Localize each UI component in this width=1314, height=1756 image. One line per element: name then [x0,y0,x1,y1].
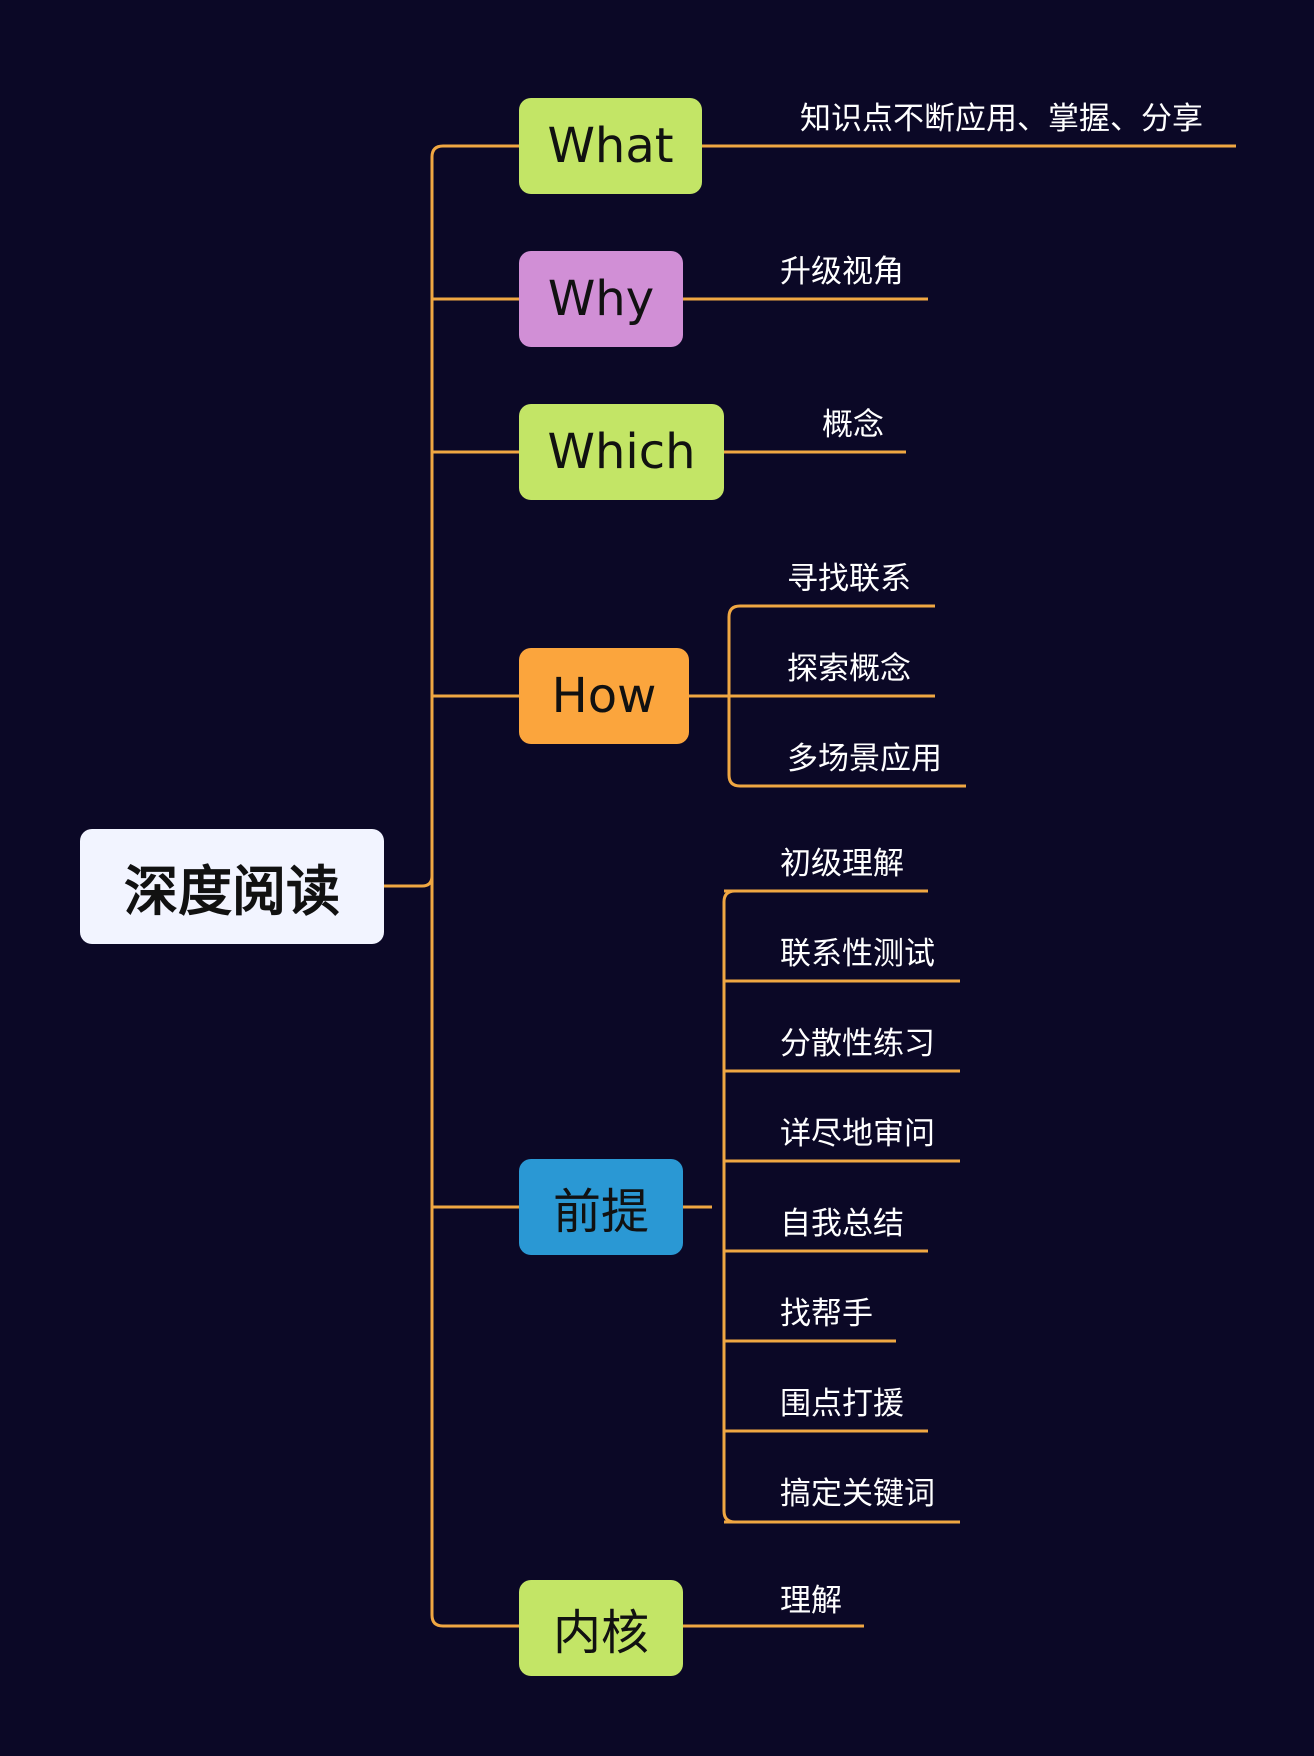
group-bracket [722,889,762,1524]
branch-label: What [547,118,674,174]
leaf-which-1[interactable]: 概念 [822,407,884,443]
leaf-premise-7[interactable]: 围点打援 [780,1386,904,1422]
leaf-premise-6[interactable]: 找帮手 [780,1296,873,1332]
branch-core[interactable]: 内核 [519,1580,683,1676]
branch-which[interactable]: Which [519,404,724,500]
leaf-premise-4[interactable]: 详尽地审问 [780,1116,935,1152]
root-node[interactable]: 深度阅读 [80,829,384,944]
branch-label: How [551,668,657,724]
leaf-premise-2[interactable]: 联系性测试 [780,936,935,972]
leaf-premise-1[interactable]: 初级理解 [780,846,904,882]
root-label: 深度阅读 [124,860,340,923]
leaf-what-1[interactable]: 知识点不断应用、掌握、分享 [800,101,1203,137]
branch-premise[interactable]: 前提 [519,1159,683,1255]
leaf-premise-3[interactable]: 分散性练习 [780,1026,935,1062]
leaf-why-1[interactable]: 升级视角 [780,254,904,290]
leaf-premise-5[interactable]: 自我总结 [780,1206,904,1242]
branch-label: 前提 [552,1184,649,1240]
leaf-premise-8[interactable]: 搞定关键词 [780,1476,935,1512]
leaf-core-1[interactable]: 理解 [780,1583,842,1619]
branch-label: 内核 [552,1605,649,1661]
branch-how[interactable]: How [519,648,689,744]
branch-label: Why [547,271,655,327]
branch-label: Which [547,424,696,480]
leaf-how-1[interactable]: 寻找联系 [787,561,911,597]
leaf-how-2[interactable]: 探索概念 [787,651,911,687]
leaf-how-3[interactable]: 多场景应用 [787,741,942,777]
trunk-line [430,144,519,1628]
branch-what[interactable]: What [519,98,702,194]
branch-why[interactable]: Why [519,251,683,347]
root-curve [421,875,434,888]
